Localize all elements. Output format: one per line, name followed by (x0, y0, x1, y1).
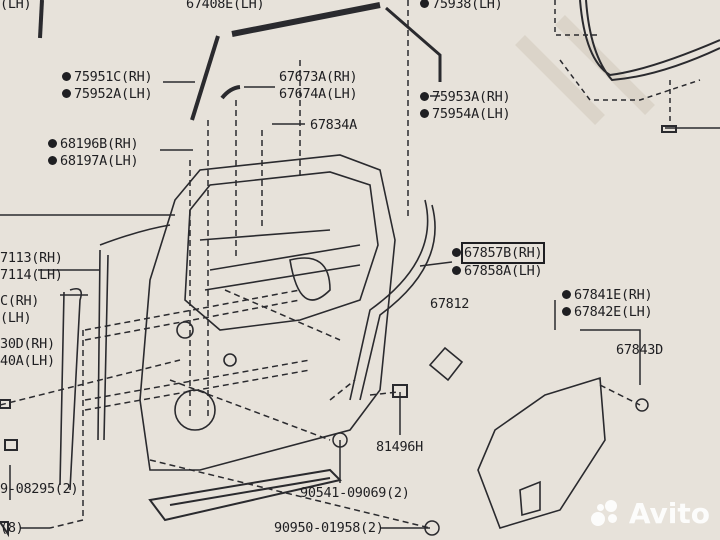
label-text-highlighted: 67857B(RH) (460, 242, 546, 264)
bullet-icon (62, 89, 71, 98)
label-75951C: 75951C(RH) (62, 69, 153, 86)
label-67857B: 67857B(RH) (452, 242, 546, 264)
label-text: 75951C(RH) (74, 69, 153, 85)
label-text: 68196B(RH) (60, 136, 139, 152)
label-67834A: 67834A (310, 117, 357, 133)
avito-logo-icon (590, 499, 625, 528)
label-8: (8) (0, 520, 24, 536)
label-7113: 7113(RH) (0, 250, 63, 266)
strip-75953 (385, 6, 442, 82)
label-30D: 30D(RH) (0, 336, 55, 352)
label-75952A: 75952A(LH) (62, 86, 153, 103)
label-75954A: 75954A(LH) (420, 106, 511, 123)
bullet-icon (48, 139, 57, 148)
avito-watermark: Avito (590, 497, 710, 530)
bullet-icon (562, 290, 571, 299)
clip-81496 (392, 384, 408, 398)
rocker-molding (148, 468, 342, 522)
label-top-left-lh: (LH) (0, 0, 32, 12)
bullet-icon (452, 248, 461, 257)
bullet-icon (452, 266, 461, 275)
label-67673A: 67673A(RH) (279, 69, 358, 85)
window-seal (579, 0, 720, 82)
label-67842E: 67842E(LH) (562, 304, 653, 321)
label-text: 68197A(LH) (60, 153, 139, 169)
clip-67843 (635, 398, 649, 412)
label-67812: 67812 (430, 296, 470, 312)
belt-molding (231, 2, 381, 37)
label-75953A: 75953A(RH) (420, 89, 511, 106)
clip-icon (661, 125, 677, 133)
label-67841E: 67841E(RH) (562, 287, 653, 304)
pad-67812 (428, 346, 464, 382)
label-text: 75953A(RH) (432, 89, 511, 105)
bullet-icon (420, 0, 429, 8)
label-67858A: 67858A(LH) (452, 263, 543, 280)
label-text: 75954A(LH) (432, 106, 511, 122)
bullet-icon (62, 72, 71, 81)
label-67674A: 67674A(LH) (279, 86, 358, 102)
bullet-icon (48, 156, 57, 165)
weatherstrip-67857 (349, 199, 436, 401)
label-text: 75952A(LH) (74, 86, 153, 102)
label-7114: 7114(LH) (0, 267, 63, 283)
label-C-lh: (LH) (0, 310, 32, 326)
label-C-rh: C(RH) (0, 293, 40, 309)
label-90950: 90950-01958(2) (274, 520, 384, 536)
label-67408E: 67408E(LH) (186, 0, 265, 12)
door-panel (59, 154, 396, 491)
clip-67673 (220, 85, 241, 100)
label-81496H: 81496H (376, 439, 423, 455)
label-68197A: 68197A(LH) (48, 153, 139, 170)
label-90541: 90541-09069(2) (300, 485, 410, 501)
strip-75951 (190, 35, 220, 121)
label-text: 67858A(LH) (464, 263, 543, 279)
bullet-icon (420, 109, 429, 118)
bullet-icon (420, 92, 429, 101)
trim-panel-67841 (477, 376, 606, 529)
label-67843D: 67843D (616, 342, 663, 358)
label-08295: 9-08295(2) (0, 481, 79, 497)
label-40A: 40A(LH) (0, 353, 55, 369)
label-75938: 75938(LH) (420, 0, 503, 13)
avito-text: Avito (628, 497, 710, 530)
label-text: 67841E(RH) (574, 287, 653, 303)
label-68196B: 68196B(RH) (48, 136, 139, 153)
label-text: 67842E(LH) (574, 304, 653, 320)
plug-90541 (332, 432, 348, 448)
label-text: 75938(LH) (432, 0, 503, 12)
bullet-icon (562, 307, 571, 316)
plug-90950 (424, 520, 440, 536)
strip-left-top (38, 0, 44, 39)
